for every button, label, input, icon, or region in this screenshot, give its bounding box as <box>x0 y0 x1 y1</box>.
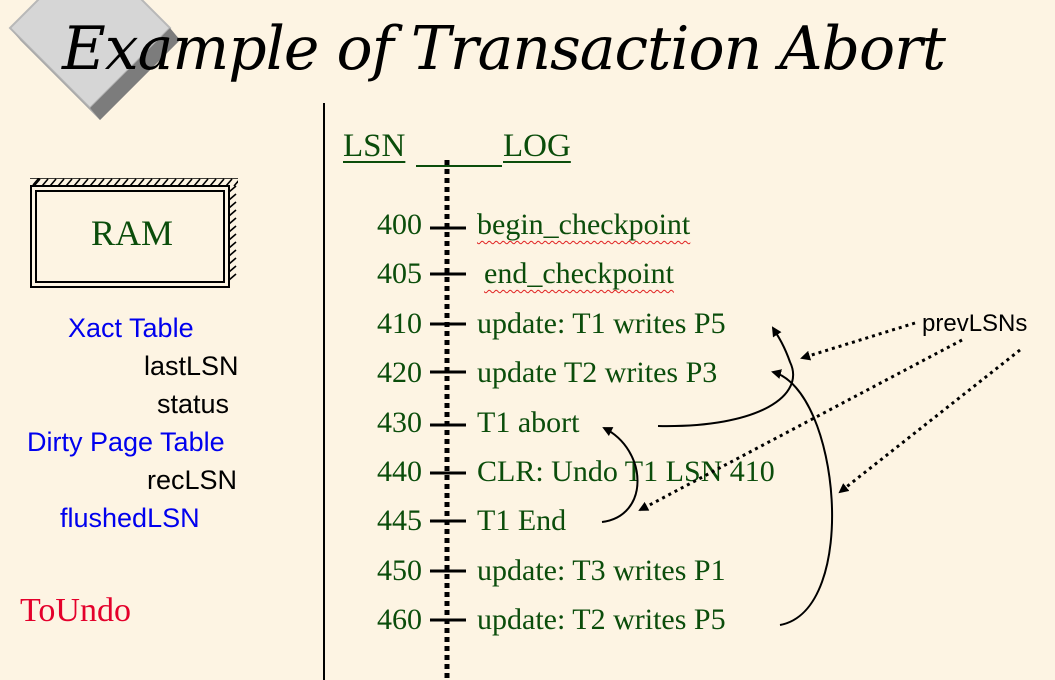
flushed-lsn-label: flushedLSN <box>60 503 200 534</box>
arrow-460-to-420 <box>773 372 832 625</box>
last-lsn-label: lastLSN <box>144 351 239 382</box>
ram-label: RAM <box>34 185 230 273</box>
lsn-420: 420 <box>372 356 422 390</box>
log-header: LOG <box>503 128 571 165</box>
log-entry-420: update T2 writes P3 <box>477 356 717 390</box>
log-entry-450: update: T3 writes P1 <box>477 554 726 588</box>
prev-lsns-label: prevLSNs <box>922 310 1027 338</box>
log-entry-445: T1 End <box>477 504 566 538</box>
lsn-445: 445 <box>372 504 422 538</box>
log-entry-400: begin_checkpoint <box>477 208 690 242</box>
vertical-divider <box>323 103 325 680</box>
lsn-450: 450 <box>372 554 422 588</box>
lsn-440: 440 <box>372 455 422 489</box>
rec-lsn-label: recLSN <box>147 465 237 496</box>
header-underline-gap <box>416 165 502 167</box>
xact-table-label: Xact Table <box>68 313 194 344</box>
log-entry-440: CLR: Undo T1 LSN 410 <box>477 455 775 489</box>
prevlsn-pointer-3 <box>840 350 1020 492</box>
dirty-page-table-label: Dirty Page Table <box>27 427 225 458</box>
lsn-410: 410 <box>372 307 422 341</box>
to-undo-label: ToUndo <box>20 592 131 630</box>
log-entry-460: update: T2 writes P5 <box>477 603 726 637</box>
log-entry-405: end_checkpoint <box>484 257 674 291</box>
log-entry-430: T1 abort <box>477 406 579 440</box>
status-label: status <box>157 389 229 420</box>
log-entry-410: update: T1 writes P5 <box>477 307 726 341</box>
lsn-430: 430 <box>372 406 422 440</box>
page-title: Example of Transaction Abort <box>62 14 945 84</box>
lsn-405: 405 <box>372 257 422 291</box>
lsn-460: 460 <box>372 603 422 637</box>
prevlsn-pointer-1 <box>802 323 915 358</box>
lsn-400: 400 <box>372 208 422 242</box>
lsn-header: LSN <box>343 128 405 165</box>
